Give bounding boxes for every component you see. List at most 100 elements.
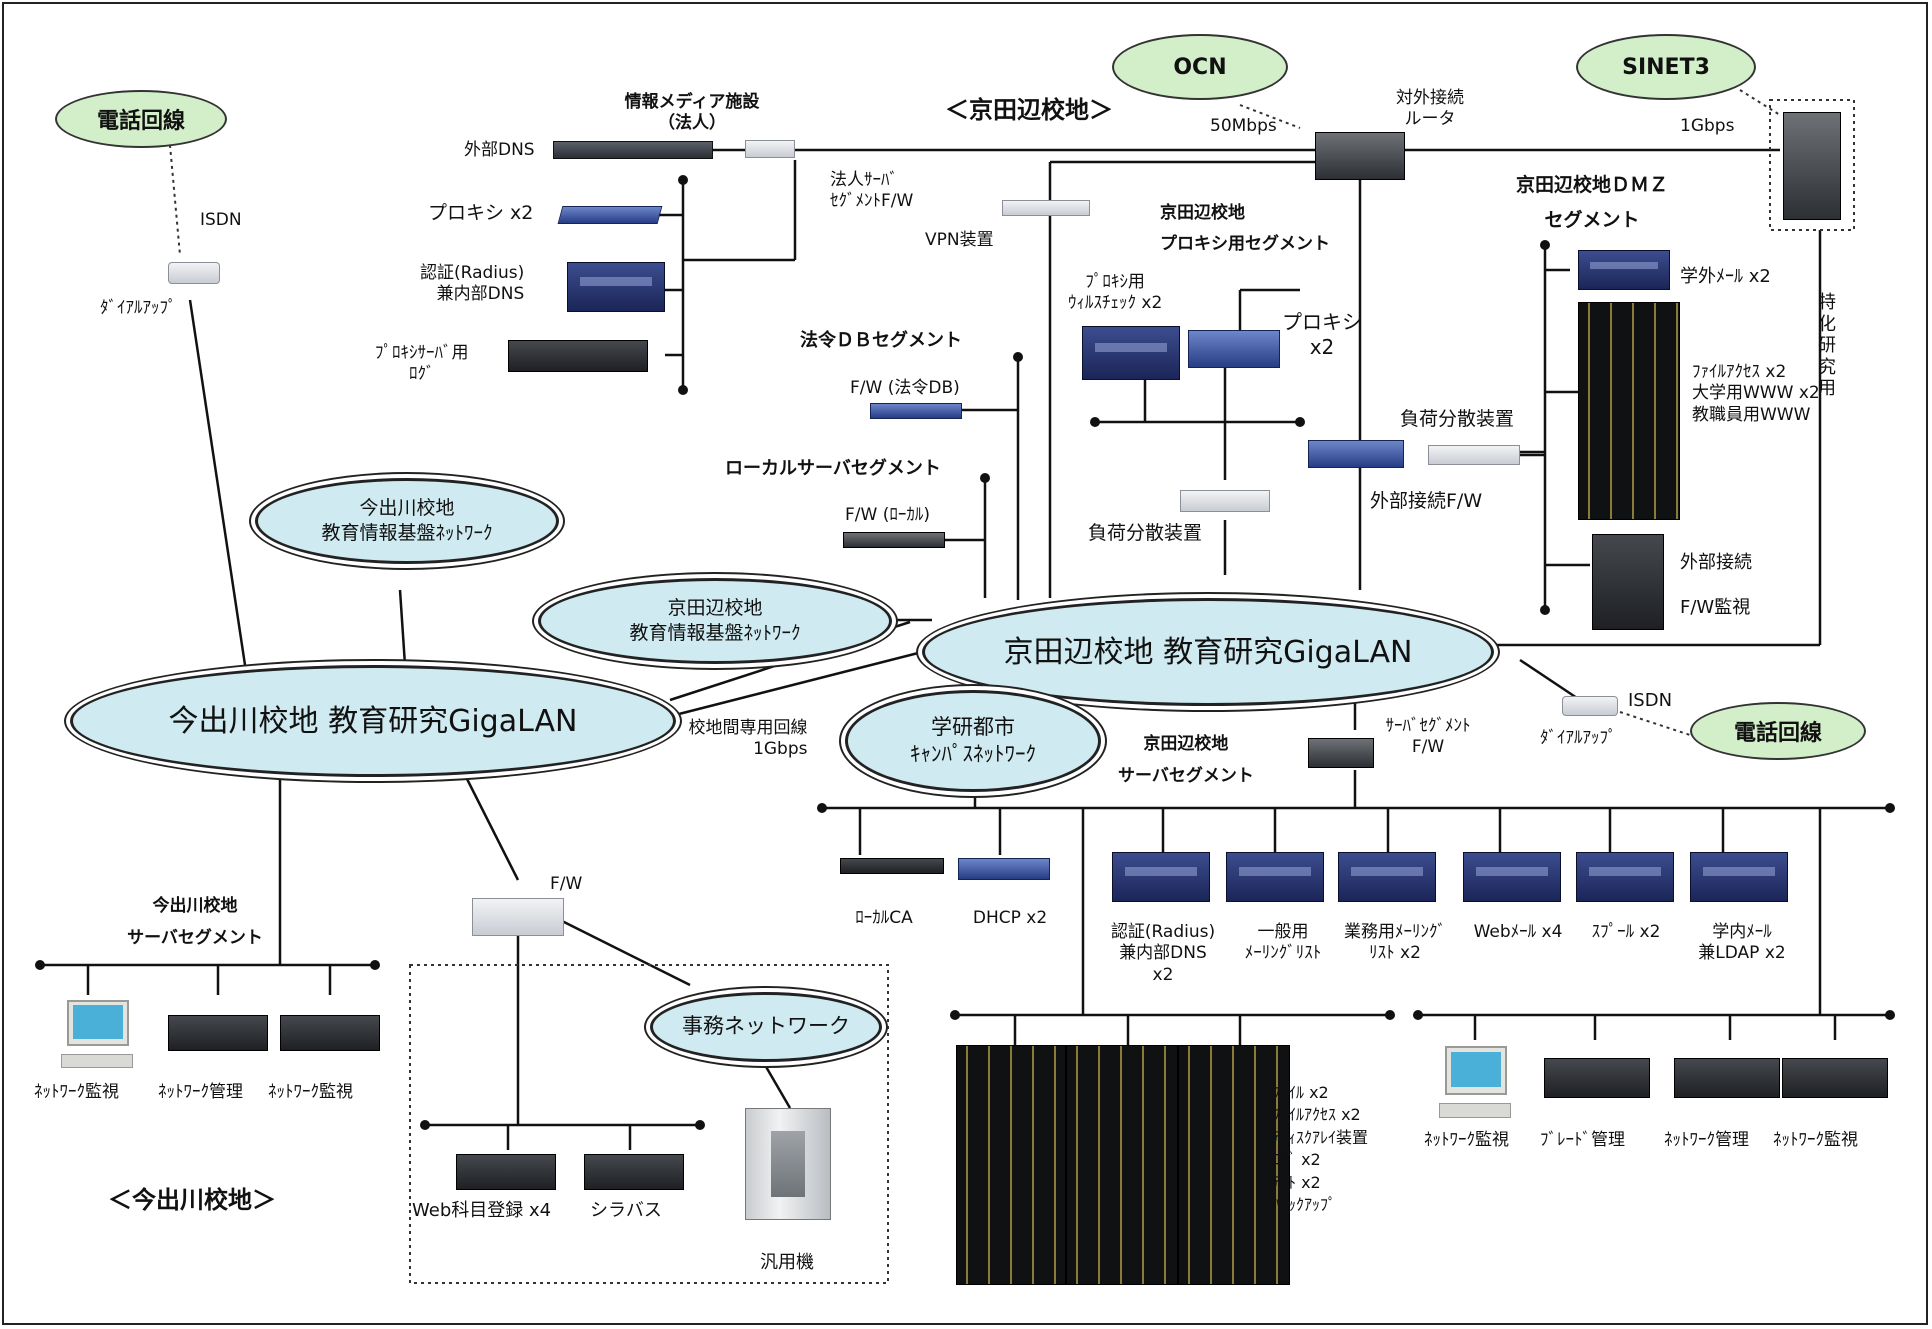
- gakken-campus-network: 学研都市 ｷｬﾝﾊﾟｽﾈｯﾄﾜｰｸ: [845, 690, 1101, 792]
- media-facility-title: 情報メディア施設 （法人）: [624, 92, 760, 134]
- server-icon: [508, 340, 648, 372]
- virus-check-label: ﾌﾟﾛｷｼ用 ｳｨﾙｽﾁｪｯｸ x2: [1068, 272, 1163, 314]
- vpn-label: VPN装置: [925, 230, 994, 250]
- server-icon: [1782, 1058, 1888, 1098]
- tower-server-icon: [1178, 1045, 1290, 1285]
- modem-icon: [1562, 696, 1618, 716]
- imadegawa-base-network: 今出川校地 教育情報基盤ﾈｯﾄﾜｰｸ: [255, 478, 559, 564]
- firewall-icon: [1308, 738, 1374, 768]
- server-icon: [1576, 852, 1674, 902]
- server-icon: [168, 1015, 268, 1051]
- modem-icon: [168, 262, 220, 284]
- spool-label: ｽﾌﾟｰﾙ x2: [1591, 922, 1661, 942]
- net-mgmt-l-label: ﾈｯﾄﾜｰｸ管理: [158, 1082, 243, 1102]
- isdn-label-left: ISDN: [200, 210, 242, 230]
- im-server-segment-title: 今出川校地 サーバセグメント: [127, 896, 263, 949]
- dmz-title: 京田辺校地ＤＭＺ セグメント: [1516, 174, 1669, 232]
- interlink-label: 校地間専用回線 1Gbps: [688, 718, 808, 760]
- net-mgmt-r-label: ﾈｯﾄﾜｰｸ管理: [1664, 1130, 1749, 1150]
- firewall-icon: [745, 140, 795, 158]
- business-ml-label: 業務用ﾒｰﾘﾝｸﾞ ﾘｽﾄ x2: [1344, 922, 1446, 964]
- imadegawa-gigalan: 今出川校地 教育研究GigaLAN: [70, 665, 676, 777]
- ext-router-label: 対外接続 ルータ: [1396, 88, 1464, 130]
- isdn-label-right: ISDN: [1628, 690, 1673, 711]
- server-icon: [584, 1154, 684, 1190]
- pc-icon: [1428, 1046, 1520, 1118]
- server-fw-label: ｻｰﾊﾞｾｸﾞﾒﾝﾄ F/W: [1385, 716, 1471, 758]
- local-ca-label: ﾛｰｶﾙCA: [855, 908, 913, 928]
- web-course-label: Web科目登録 x4: [412, 1200, 552, 1221]
- kt-server-segment-title: 京田辺校地 サーバセグメント: [1118, 734, 1254, 787]
- jimu-network: 事務ネットワーク: [650, 992, 882, 1062]
- server-icon: [1188, 330, 1280, 368]
- tower-server-icon: [956, 1045, 1066, 1285]
- syllabus-label: シラバス: [590, 1200, 662, 1221]
- pc-icon: [50, 1000, 142, 1068]
- proxy2-label: プロキシ x2: [428, 202, 534, 224]
- kyotanabe-base-network: 京田辺校地 教育情報基盤ﾈｯﾄﾜｰｸ: [538, 578, 892, 664]
- local-segment-title: ローカルサーバセグメント: [725, 458, 941, 479]
- phone-line-cloud-right: 電話回線: [1690, 702, 1866, 760]
- load-balancer-icon: [1428, 445, 1520, 465]
- firewall-icon: [870, 403, 962, 419]
- server-icon: [280, 1015, 380, 1051]
- server-icon: [1226, 852, 1324, 902]
- kyotanabe-region-title: ＜京田辺校地＞: [945, 96, 1113, 124]
- mainframe-icon: [745, 1108, 831, 1220]
- general-ml-label: 一般用 ﾒｰﾘﾝｸﾞﾘｽﾄ: [1244, 922, 1322, 964]
- lb-proxy-label: 負荷分散装置: [1088, 522, 1203, 544]
- auth-dns2-label: 認証(Radius) 兼内部DNS x2: [1110, 922, 1216, 985]
- load-balancer-icon: [1180, 490, 1270, 512]
- ext-mail-label: 学外ﾒｰﾙ x2: [1680, 266, 1771, 287]
- ext-dns-label: 外部DNS: [464, 140, 535, 160]
- net-monitor-r-label: ﾈｯﾄﾜｰｸ監視: [1424, 1130, 1509, 1150]
- dialup-label-right: ﾀﾞｲｱﾙｱｯﾌﾟ: [1540, 728, 1617, 748]
- tower-server-icon: [1578, 302, 1680, 520]
- bandwidth-50mbps: 50Mbps: [1210, 116, 1277, 136]
- ext-fw-label: 外部接続F/W: [1370, 490, 1483, 512]
- net-monitor-r2-label: ﾈｯﾄﾜｰｸ監視: [1773, 1130, 1858, 1150]
- kyotanabe-gigalan: 京田辺校地 教育研究GigaLAN: [922, 598, 1494, 706]
- firewall-icon: [472, 898, 564, 936]
- dialup-label-left: ﾀﾞｲｱﾙｱｯﾌﾟ: [100, 298, 177, 318]
- storage-list-label: ﾌｧｲﾙ x2 ﾌｧｲﾙｱｸｾｽ x2 ﾃﾞｨｽｸｱﾚｲ装置 ﾛｸﾞ x2 ﾃｽ…: [1272, 1083, 1369, 1214]
- server-icon: [840, 858, 944, 874]
- server-icon: [456, 1154, 556, 1190]
- server-icon: [557, 206, 663, 224]
- bandwidth-1gbps: 1Gbps: [1680, 116, 1735, 136]
- law-db-segment-title: 法令ＤＢセグメント: [800, 330, 962, 351]
- dhcp-label: DHCP x2: [972, 908, 1048, 928]
- server-icon: [1082, 326, 1180, 380]
- firewall-icon: [843, 532, 945, 548]
- corp-fw-label: 法人ｻｰﾊﾞ ｾｸﾞﾒﾝﾄF/W: [830, 170, 914, 212]
- special-research-label: 特 化 研 究 用: [1818, 292, 1836, 400]
- phone-line-cloud-left: 電話回線: [55, 90, 227, 148]
- ext-fw-monitor-label: 外部接続 F/W監視: [1680, 552, 1752, 618]
- tower-server-icon: [1592, 534, 1664, 630]
- mainframe-label: 汎用機: [760, 1252, 814, 1273]
- server-icon: [553, 141, 713, 159]
- blade-mgmt-label: ﾌﾞﾚｰﾄﾞ管理: [1540, 1130, 1625, 1150]
- server-icon: [1338, 852, 1436, 902]
- router-icon: [1315, 132, 1405, 180]
- proxy-segment-title: 京田辺校地 プロキシ用セグメント: [1160, 203, 1330, 254]
- net-monitor-l-label: ﾈｯﾄﾜｰｸ監視: [34, 1082, 119, 1102]
- jimu-fw-label: F/W: [550, 874, 583, 894]
- server-icon: [958, 858, 1050, 880]
- server-icon: [567, 262, 665, 312]
- server-icon: [1544, 1058, 1650, 1098]
- webmail-label: Webﾒｰﾙ x4: [1473, 922, 1563, 942]
- proxy-log-label: ﾌﾟﾛｷｼｻｰﾊﾞ用 ﾛｸﾞ: [375, 343, 469, 385]
- server-icon: [1112, 852, 1210, 902]
- router-icon: [1783, 112, 1841, 220]
- tower-server-icon: [1066, 1045, 1178, 1285]
- vpn-device-icon: [1002, 200, 1090, 216]
- sinet3-cloud: SINET3: [1576, 34, 1756, 100]
- inner-mail-label: 学内ﾒｰﾙ 兼LDAP x2: [1698, 922, 1786, 964]
- ocn-cloud: OCN: [1112, 34, 1288, 100]
- auth-dns-label: 認証(Radius) 兼内部DNS: [420, 263, 525, 305]
- server-icon: [1578, 250, 1670, 290]
- law-fw-label: F/W (法令DB): [850, 378, 960, 398]
